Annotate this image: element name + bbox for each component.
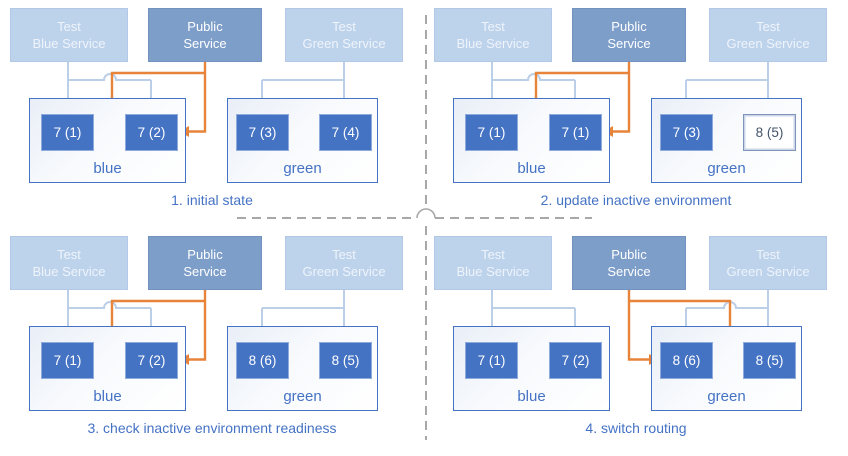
service-label-line: Public <box>187 247 223 262</box>
pod-label: 7 (1) <box>53 125 82 140</box>
pod-box: 8 (5) <box>743 342 796 379</box>
pod-box: 7 (3) <box>236 114 289 151</box>
service-label-line: Test <box>756 247 780 262</box>
pod-box-new-version: 8 (5) <box>743 114 796 151</box>
pod-label: 7 (4) <box>331 125 360 140</box>
test-green-service-box: Test Green Service <box>709 8 827 62</box>
service-label-line: Blue Service <box>456 36 530 51</box>
pod-box: 7 (1) <box>549 114 602 151</box>
service-label-line: Service <box>183 36 227 51</box>
test-blue-service-box: Test Blue Service <box>10 236 128 290</box>
pod-box: 7 (2) <box>549 342 602 379</box>
test-blue-service-box: Test Blue Service <box>10 8 128 62</box>
service-label-line: Test <box>332 247 356 262</box>
test-blue-service-box: Test Blue Service <box>434 8 552 62</box>
panel-switch-routing: Test Blue Service Public Service Test Gr… <box>424 228 848 456</box>
blue-environment-box: 7 (1) 7 (2) blue <box>29 98 186 183</box>
pod-box: 7 (1) <box>41 342 94 379</box>
pod-label: 7 (2) <box>137 353 166 368</box>
panel-caption: 3. check inactive environment readiness <box>87 420 337 436</box>
green-environment-box: 7 (3) 8 (5) green <box>651 98 802 183</box>
public-service-box: Public Service <box>148 236 262 290</box>
service-label-line: Service <box>607 264 651 279</box>
blue-environment-box: 7 (1) 7 (2) blue <box>29 326 186 411</box>
pod-box: 7 (1) <box>465 114 518 151</box>
service-label-line: Test <box>481 19 505 34</box>
pod-label: 7 (2) <box>561 353 590 368</box>
environment-label: blue <box>93 388 122 405</box>
pod-label: 8 (5) <box>755 353 784 368</box>
pod-box: 8 (6) <box>236 342 289 379</box>
pod-label: 7 (3) <box>248 125 277 140</box>
pod-box: 7 (1) <box>465 342 518 379</box>
test-green-service-box: Test Green Service <box>285 236 403 290</box>
test-blue-connector <box>491 290 576 333</box>
public-service-box: Public Service <box>572 236 686 290</box>
environment-label: green <box>283 388 322 405</box>
pod-label: 7 (1) <box>561 125 590 140</box>
pod-label: 7 (3) <box>672 125 701 140</box>
pod-label: 8 (6) <box>248 353 277 368</box>
service-label-line: Service <box>607 36 651 51</box>
service-label-line: Test <box>756 19 780 34</box>
panel-update-inactive: Test Blue Service Public Service Test Gr… <box>424 0 848 228</box>
test-green-service-box: Test Green Service <box>709 236 827 290</box>
panel-caption: 4. switch routing <box>585 420 687 436</box>
service-label-line: Service <box>183 264 227 279</box>
environment-label: blue <box>517 388 546 405</box>
service-label-line: Test <box>332 19 356 34</box>
test-blue-connector <box>67 62 152 105</box>
service-label-line: Green Service <box>726 36 810 51</box>
pod-box: 7 (4) <box>319 114 372 151</box>
service-label-line: Test <box>57 19 81 34</box>
pod-label: 7 (1) <box>477 353 506 368</box>
panel-caption: 1. initial state <box>171 192 253 208</box>
test-green-service-box: Test Green Service <box>285 8 403 62</box>
pod-label: 8 (5) <box>331 353 360 368</box>
green-environment-box: 8 (6) 8 (5) green <box>651 326 802 411</box>
panel-caption: 2. update inactive environment <box>540 192 732 208</box>
test-blue-connector <box>491 62 576 105</box>
service-label-line: Test <box>57 247 81 262</box>
pod-box: 7 (3) <box>660 114 713 151</box>
blue-environment-box: 7 (1) 7 (2) blue <box>453 326 610 411</box>
service-label-line: Blue Service <box>32 36 106 51</box>
pod-box: 7 (2) <box>125 342 178 379</box>
pod-box: 8 (6) <box>660 342 713 379</box>
service-label-line: Public <box>611 247 647 262</box>
environment-label: green <box>707 160 746 177</box>
service-label-line: Green Service <box>302 36 386 51</box>
environment-label: green <box>707 388 746 405</box>
pod-label: 7 (2) <box>137 125 166 140</box>
pod-box: 7 (2) <box>125 114 178 151</box>
public-service-box: Public Service <box>572 8 686 62</box>
blue-environment-box: 7 (1) 7 (1) blue <box>453 98 610 183</box>
environment-label: blue <box>93 160 122 177</box>
public-service-box: Public Service <box>148 8 262 62</box>
service-label-line: Blue Service <box>32 264 106 279</box>
pod-label: 7 (1) <box>53 353 82 368</box>
environment-label: green <box>283 160 322 177</box>
panel-check-readiness: Test Blue Service Public Service Test Gr… <box>0 228 424 456</box>
service-label-line: Green Service <box>726 264 810 279</box>
test-blue-service-box: Test Blue Service <box>434 236 552 290</box>
service-label-line: Public <box>187 19 223 34</box>
green-environment-box: 7 (3) 7 (4) green <box>227 98 378 183</box>
service-label-line: Blue Service <box>456 264 530 279</box>
pod-box: 8 (5) <box>319 342 372 379</box>
test-blue-connector <box>67 290 152 333</box>
service-label-line: Green Service <box>302 264 386 279</box>
divider-hop-arc <box>416 208 436 219</box>
green-environment-box: 8 (6) 8 (5) green <box>227 326 378 411</box>
panel-initial-state: Test Blue Service Public Service Test Gr… <box>0 0 424 228</box>
pod-label: 7 (1) <box>477 125 506 140</box>
pod-label: 8 (5) <box>755 125 784 140</box>
environment-label: blue <box>517 160 546 177</box>
pod-label: 8 (6) <box>672 353 701 368</box>
service-label-line: Public <box>611 19 647 34</box>
pod-box: 7 (1) <box>41 114 94 151</box>
service-label-line: Test <box>481 247 505 262</box>
